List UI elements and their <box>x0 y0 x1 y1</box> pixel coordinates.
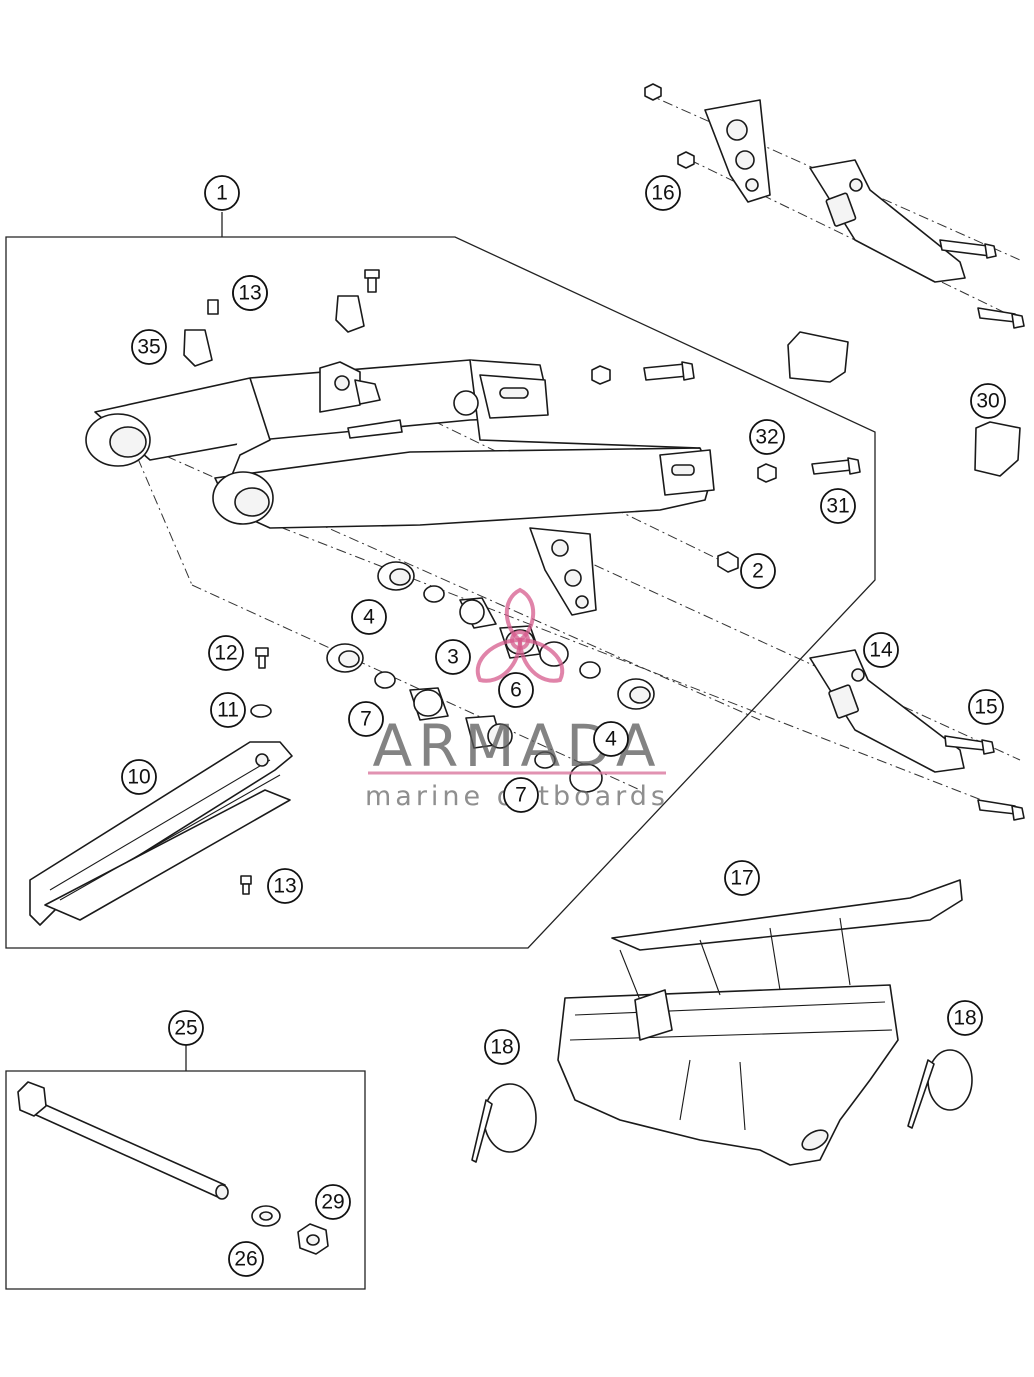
callout-circle <box>749 419 785 455</box>
callout-circle <box>863 632 899 668</box>
callout-circle <box>740 553 776 589</box>
callout-circle <box>232 275 268 311</box>
callout-number: 14 <box>869 639 893 662</box>
callout-number: 13 <box>238 282 261 305</box>
callout-7: 7 <box>348 701 384 737</box>
callout-circle <box>498 672 534 708</box>
callout-number: 16 <box>651 182 674 205</box>
callout-number: 13 <box>273 875 296 898</box>
callout-circle <box>724 860 760 896</box>
callout-15: 15 <box>968 689 1004 725</box>
callout-number: 10 <box>127 766 150 789</box>
callout-17: 17 <box>724 860 760 896</box>
callout-number: 4 <box>605 728 617 751</box>
callout-circle <box>968 689 1004 725</box>
callout-number: 7 <box>515 784 527 807</box>
cable-tie-part <box>471 1049 973 1163</box>
callout-14: 14 <box>863 632 899 668</box>
pad-parts <box>591 331 1021 483</box>
callout-number: 31 <box>826 495 849 518</box>
callout-number: 25 <box>174 1017 197 1040</box>
callout-4: 4 <box>351 599 387 635</box>
callout-7: 7 <box>503 777 539 813</box>
swingarm-group-frame <box>5 236 876 949</box>
callout-labels: 1234467710111213131314151617181825262930… <box>121 175 1006 1277</box>
callout-number: 18 <box>953 1007 976 1030</box>
axle-part <box>17 1081 329 1255</box>
callout-circle <box>503 777 539 813</box>
axle-group-frame <box>5 1070 366 1290</box>
callout-circle <box>970 383 1006 419</box>
callout-number: 29 <box>321 1191 344 1214</box>
callout-circle <box>204 175 240 211</box>
propeller-logo-icon <box>475 587 565 683</box>
callout-29: 29 <box>315 1184 351 1220</box>
callout-11: 11 <box>210 692 246 728</box>
callout-18: 18 <box>484 1029 520 1065</box>
callout-circle <box>168 1010 204 1046</box>
callout-number: 17 <box>730 867 753 890</box>
callout-25: 25 <box>168 1010 204 1046</box>
callout-number: 6 <box>510 679 522 702</box>
callout-circle <box>208 635 244 671</box>
callout-circle <box>228 1241 264 1277</box>
callout-13: 13 <box>232 275 268 311</box>
callout-circle <box>435 639 471 675</box>
callout-18: 18 <box>947 1000 983 1036</box>
chain-guide-mount-part <box>644 83 1025 821</box>
callout-32: 32 <box>749 419 785 455</box>
callout-number: 12 <box>214 642 237 665</box>
chain-guard-part <box>557 879 963 1166</box>
callout-16: 16 <box>645 175 681 211</box>
bearing-parts <box>326 551 739 793</box>
callout-circle <box>121 759 157 795</box>
callout-number: 32 <box>755 426 778 449</box>
swingarm-part <box>85 359 715 616</box>
callout-10: 10 <box>121 759 157 795</box>
callout-number: 7 <box>360 708 372 731</box>
callout-circle <box>645 175 681 211</box>
callout-circle <box>131 329 167 365</box>
clamp-part <box>183 269 380 895</box>
callout-35: 35 <box>131 329 167 365</box>
callout-circle <box>315 1184 351 1220</box>
callout-number: 35 <box>137 336 160 359</box>
callout-circle <box>593 721 629 757</box>
callout-number: 2 <box>752 560 764 583</box>
callout-number: 4 <box>363 606 375 629</box>
callout-30: 30 <box>970 383 1006 419</box>
callout-13: 13 <box>267 868 303 904</box>
callout-26: 26 <box>228 1241 264 1277</box>
callout-number: 26 <box>234 1248 257 1271</box>
callout-2: 2 <box>740 553 776 589</box>
callout-number: 30 <box>976 390 999 413</box>
chain-slider-part <box>29 741 293 926</box>
callout-number: 18 <box>490 1036 513 1059</box>
callout-circle <box>267 868 303 904</box>
callout-3: 3 <box>435 639 471 675</box>
callout-4: 4 <box>593 721 629 757</box>
callout-1: 1 <box>204 175 240 211</box>
callout-circle <box>351 599 387 635</box>
callout-circle <box>820 488 856 524</box>
callout-circle <box>484 1029 520 1065</box>
callout-number: 1 <box>216 182 228 205</box>
callout-circle <box>348 701 384 737</box>
callout-number: 11 <box>217 699 239 722</box>
callout-circle <box>210 692 246 728</box>
callout-number: 15 <box>974 696 997 719</box>
callout-6: 6 <box>498 672 534 708</box>
callout-12: 12 <box>208 635 244 671</box>
callout-number: 3 <box>447 646 459 669</box>
callout-31: 31 <box>820 488 856 524</box>
callout-circle <box>947 1000 983 1036</box>
